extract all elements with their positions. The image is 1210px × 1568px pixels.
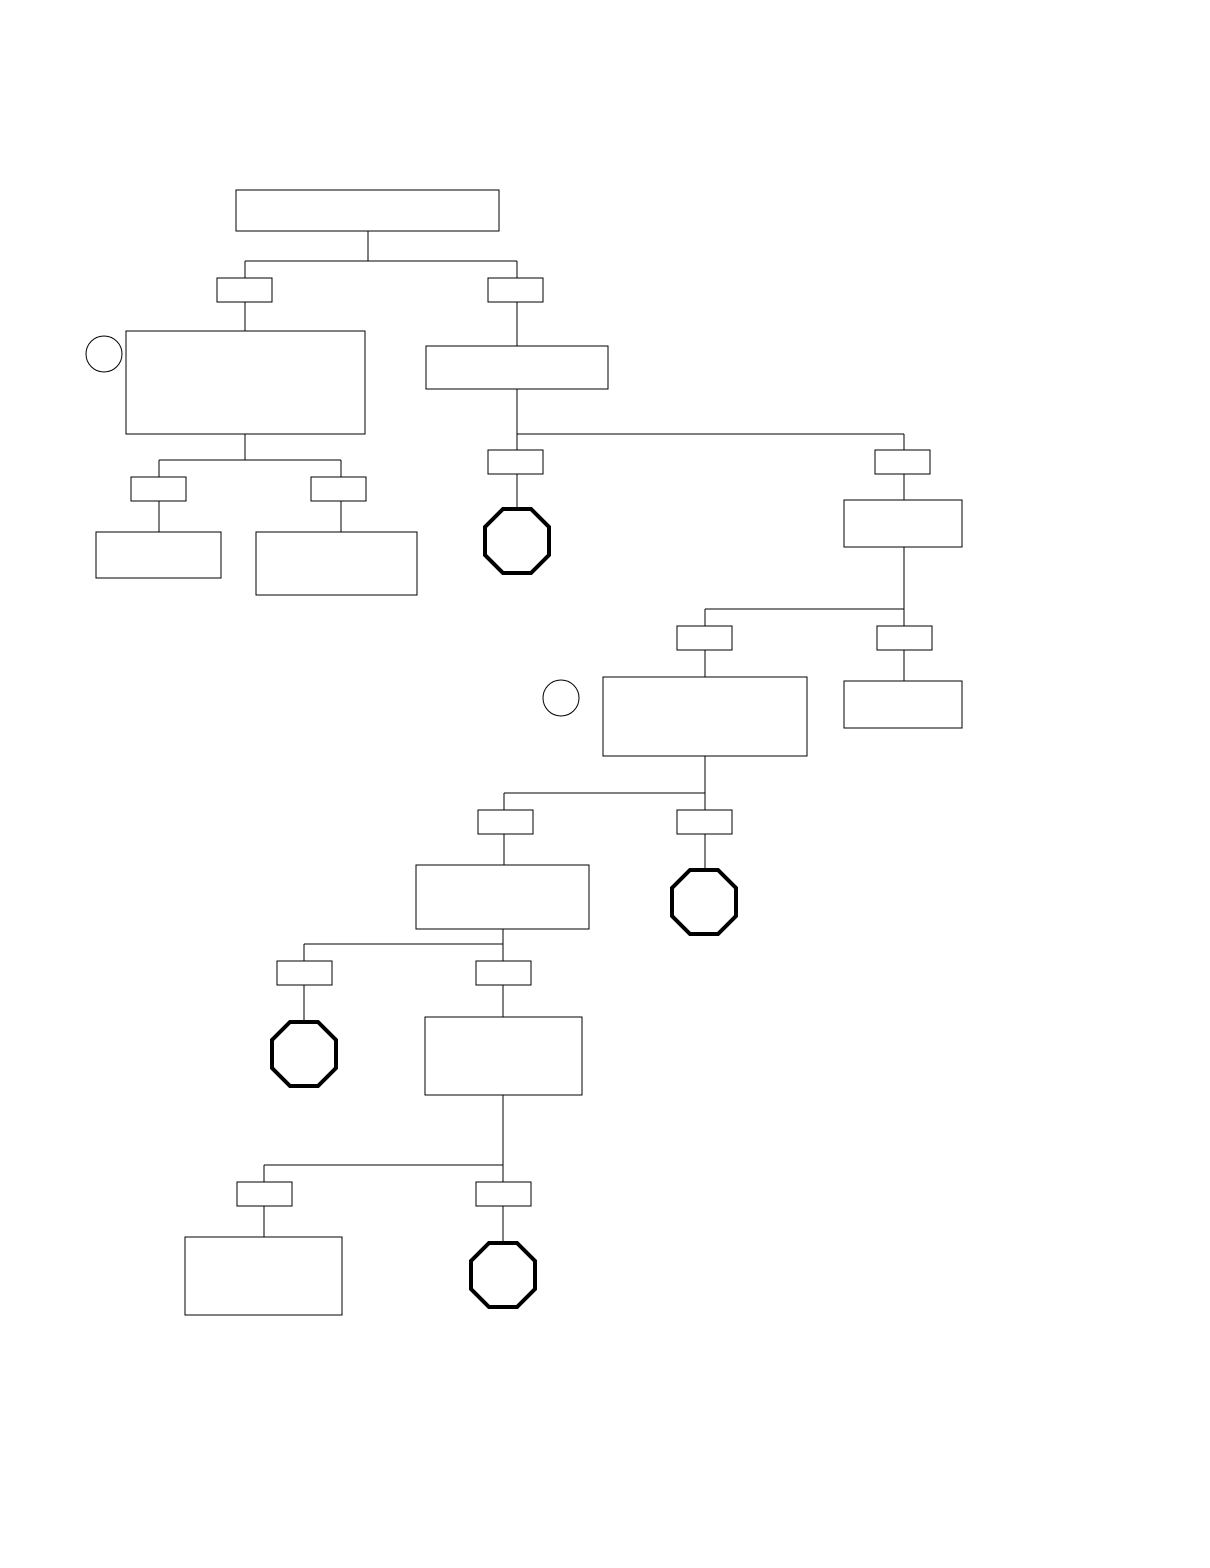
far-right-node xyxy=(843,499,963,548)
branch-label-box xyxy=(676,625,733,651)
mid-decision-node xyxy=(602,676,808,757)
bottom-decision-node xyxy=(424,1016,583,1096)
branch-label-box xyxy=(130,476,187,502)
branch-labels xyxy=(130,277,933,1207)
branch-label-box xyxy=(310,476,367,502)
step-marker-circle xyxy=(542,679,580,717)
branch-label-box xyxy=(487,449,544,475)
branch-label-box xyxy=(876,625,933,651)
stop-octagon-icon xyxy=(469,1241,537,1309)
stop-octagon-icon xyxy=(670,868,738,936)
connector-lines xyxy=(158,231,905,1242)
stop-octagon-icon xyxy=(483,507,551,575)
branch-label-box xyxy=(475,1181,532,1207)
branch-label-box xyxy=(236,1181,293,1207)
branch-label-box xyxy=(216,277,273,303)
step-marker-circle xyxy=(85,335,123,373)
branch-label-box xyxy=(477,809,534,835)
branch-label-box xyxy=(487,277,544,303)
branch-label-box xyxy=(276,960,333,986)
left-leaf-node-b xyxy=(255,531,418,596)
branch-label-box xyxy=(676,809,733,835)
root-node xyxy=(235,189,500,232)
bottom-leaf-node xyxy=(184,1236,343,1316)
branch-label-box xyxy=(874,449,931,475)
left-leaf-node-a xyxy=(95,531,222,579)
left-decision-node xyxy=(125,330,366,435)
lower-decision-node xyxy=(415,864,590,930)
right-decision-node xyxy=(425,345,609,390)
stop-octagon-icon xyxy=(270,1020,338,1088)
far-right-leaf-node xyxy=(843,680,963,729)
branch-label-box xyxy=(475,960,532,986)
